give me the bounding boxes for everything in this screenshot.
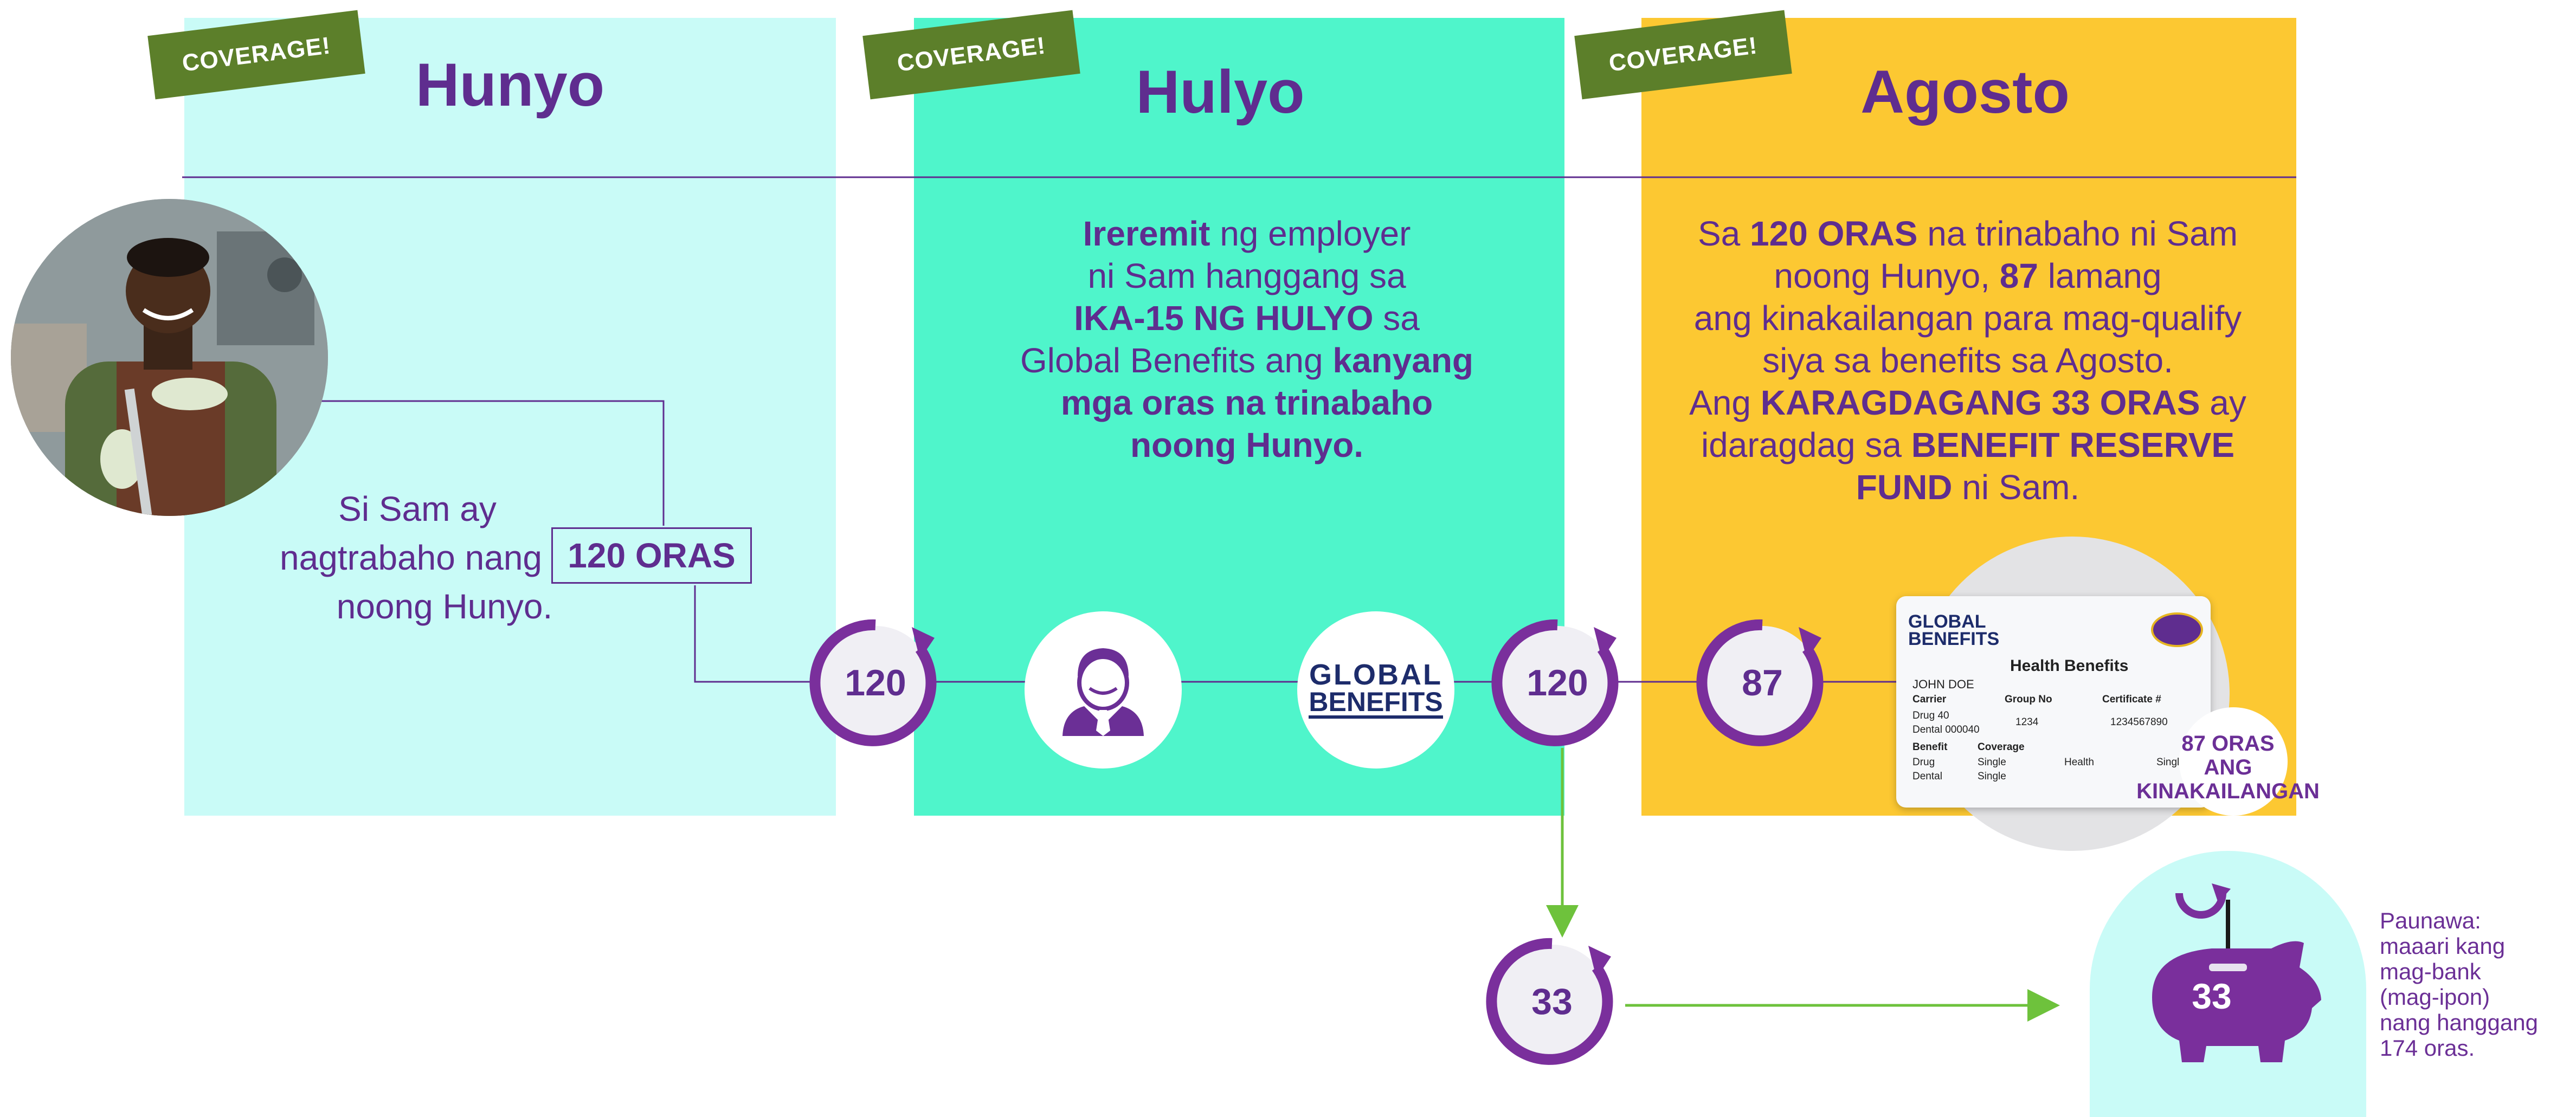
counter-value: 33 [1531, 981, 1573, 1022]
cycle-arrow-icon [1491, 619, 1619, 746]
june-line-2: nagtrabaho nang [280, 538, 542, 577]
card-row1-benefit: Drug [1912, 757, 1935, 768]
card-header-coverage: Coverage [1978, 741, 2025, 753]
counter-reserve-33: 33 [1486, 938, 1613, 1065]
july-description: Ireremit ng employer ni Sam hanggang sa … [976, 212, 1518, 466]
july-bold-1: Ireremit [1083, 214, 1210, 253]
july-bold-4: kanyang [1332, 341, 1474, 380]
card-group-no: 1234 [2015, 716, 2039, 728]
employer-circle [1025, 611, 1182, 769]
card-row1-extra: Single [2156, 757, 2185, 768]
card-name: JOHN DOE [1912, 677, 1974, 691]
august-bold-2: 87 [1999, 256, 2038, 295]
needed-label-line-1: 87 ORAS [2181, 732, 2275, 756]
august-text-7b: ni Sam. [1952, 468, 2080, 507]
august-bold-5: KARAGDAGANG 33 ORAS [1760, 383, 2200, 422]
august-text-4: siya sa benefits sa Agosto. [1762, 341, 2173, 380]
card-row1-type: Health [2064, 757, 2094, 768]
needed-label-line-2: ANG [2204, 756, 2252, 779]
worker-photo [11, 199, 328, 516]
card-seal [2151, 612, 2203, 647]
card-header-group: Group No [2005, 694, 2052, 705]
august-text-3: ang kinakailangan para mag-qualify [1693, 299, 2242, 338]
june-line-3: noong Hunyo. [336, 587, 553, 626]
note-line-6: 174 oras. [2380, 1035, 2475, 1061]
august-bold-6: BENEFIT RESERVE [1911, 425, 2235, 464]
august-bold-1: 120 ORAS [1750, 214, 1918, 253]
logo-line-1: GLOBAL [1309, 658, 1442, 691]
note-line-2: maaari kang [2380, 933, 2506, 959]
global-benefits-logo-circle: GLOBAL BENEFITS [1297, 611, 1454, 769]
card-header-benefit: Benefit [1912, 741, 1948, 753]
august-description: Sa 120 ORAS na trinabaho ni Sam noong Hu… [1653, 212, 2282, 508]
card-header-cert: Certificate # [2102, 694, 2161, 705]
bank-note: Paunawa: maaari kang mag-bank (mag-ipon)… [2380, 908, 2575, 1061]
cycle-arrow-icon [1696, 619, 1824, 746]
july-text-1: ng employer [1210, 214, 1411, 253]
month-title-july: Hulyo [1136, 58, 1305, 126]
employer-person-icon [1062, 648, 1144, 736]
july-text-3: sa [1373, 299, 1420, 338]
counter-value: 87 [1742, 662, 1783, 703]
july-bold-5: mga oras na trinabaho [1060, 383, 1433, 422]
august-text-1a: Sa [1697, 214, 1750, 253]
june-line-1: Si Sam ay [338, 489, 497, 528]
card-dental: Dental 000040 [1912, 724, 1980, 735]
card-row2-coverage: Single [1978, 771, 2006, 782]
piggy-value: 33 [2192, 976, 2232, 1016]
note-line-1: Paunawa: [2380, 908, 2481, 933]
july-bold-3: IKA-15 NG HULYO [1074, 299, 1374, 338]
august-text-5b: ay [2200, 383, 2246, 422]
august-text-1b: na trinabaho ni Sam [1917, 214, 2238, 253]
note-line-4: (mag-ipon) [2380, 984, 2490, 1010]
card-logo-line-2: BENEFITS [1908, 629, 2000, 649]
card-row1-coverage: Single [1978, 757, 2006, 768]
counter-value: 120 [1527, 662, 1588, 703]
piggy-bank-icon [2152, 883, 2321, 1062]
cycle-arrow-icon [1486, 938, 1613, 1065]
card-row2-benefit: Dental [1912, 771, 1942, 782]
card-title: Health Benefits [2010, 657, 2129, 675]
counter-june-120: 120 [809, 619, 937, 746]
june-boxed-hours: 120 ORAS [551, 527, 752, 584]
needed-hours-label: 87 ORAS ANG KINAKAILANGAN [2130, 732, 2326, 803]
july-bold-6: noong Hunyo. [1130, 425, 1364, 464]
logo-line-2: BENEFITS [1309, 688, 1443, 719]
card-header-carrier: Carrier [1912, 694, 1947, 705]
card-drug: Drug 40 [1912, 710, 1949, 721]
july-text-4: Global Benefits ang [1020, 341, 1333, 380]
needed-hours-badge [2179, 707, 2288, 816]
august-text-5a: Ang [1689, 383, 1761, 422]
august-text-6a: idaragdag sa [1701, 425, 1911, 464]
health-card-image: GLOBAL BENEFITS Health Benefits JOHN DOE… [1896, 596, 2211, 808]
global-benefits-logo: GLOBAL BENEFITS [1309, 658, 1443, 719]
july-text-2: ni Sam hanggang sa [1087, 256, 1406, 295]
month-title-june: Hunyo [415, 51, 605, 119]
counter-august-87: 87 [1696, 619, 1824, 746]
card-logo-line-1: GLOBAL [1908, 611, 1986, 632]
august-text-2b: lamang [2038, 256, 2162, 295]
needed-label-line-3: KINAKAILANGAN [2136, 779, 2320, 803]
counter-july-120: 120 [1491, 619, 1619, 746]
cycle-arrow-icon [809, 619, 937, 746]
july-panel [914, 18, 1564, 816]
counter-value: 120 [845, 662, 906, 703]
august-text-2a: noong Hunyo, [1774, 256, 2000, 295]
month-title-august: Agosto [1860, 58, 2070, 126]
august-bold-7: FUND [1856, 468, 1953, 507]
card-cert-no: 1234567890 [2110, 716, 2168, 728]
june-description: Si Sam ay [255, 488, 580, 530]
note-line-5: nang hanggang [2380, 1010, 2538, 1035]
note-line-3: mag-bank [2380, 959, 2481, 984]
